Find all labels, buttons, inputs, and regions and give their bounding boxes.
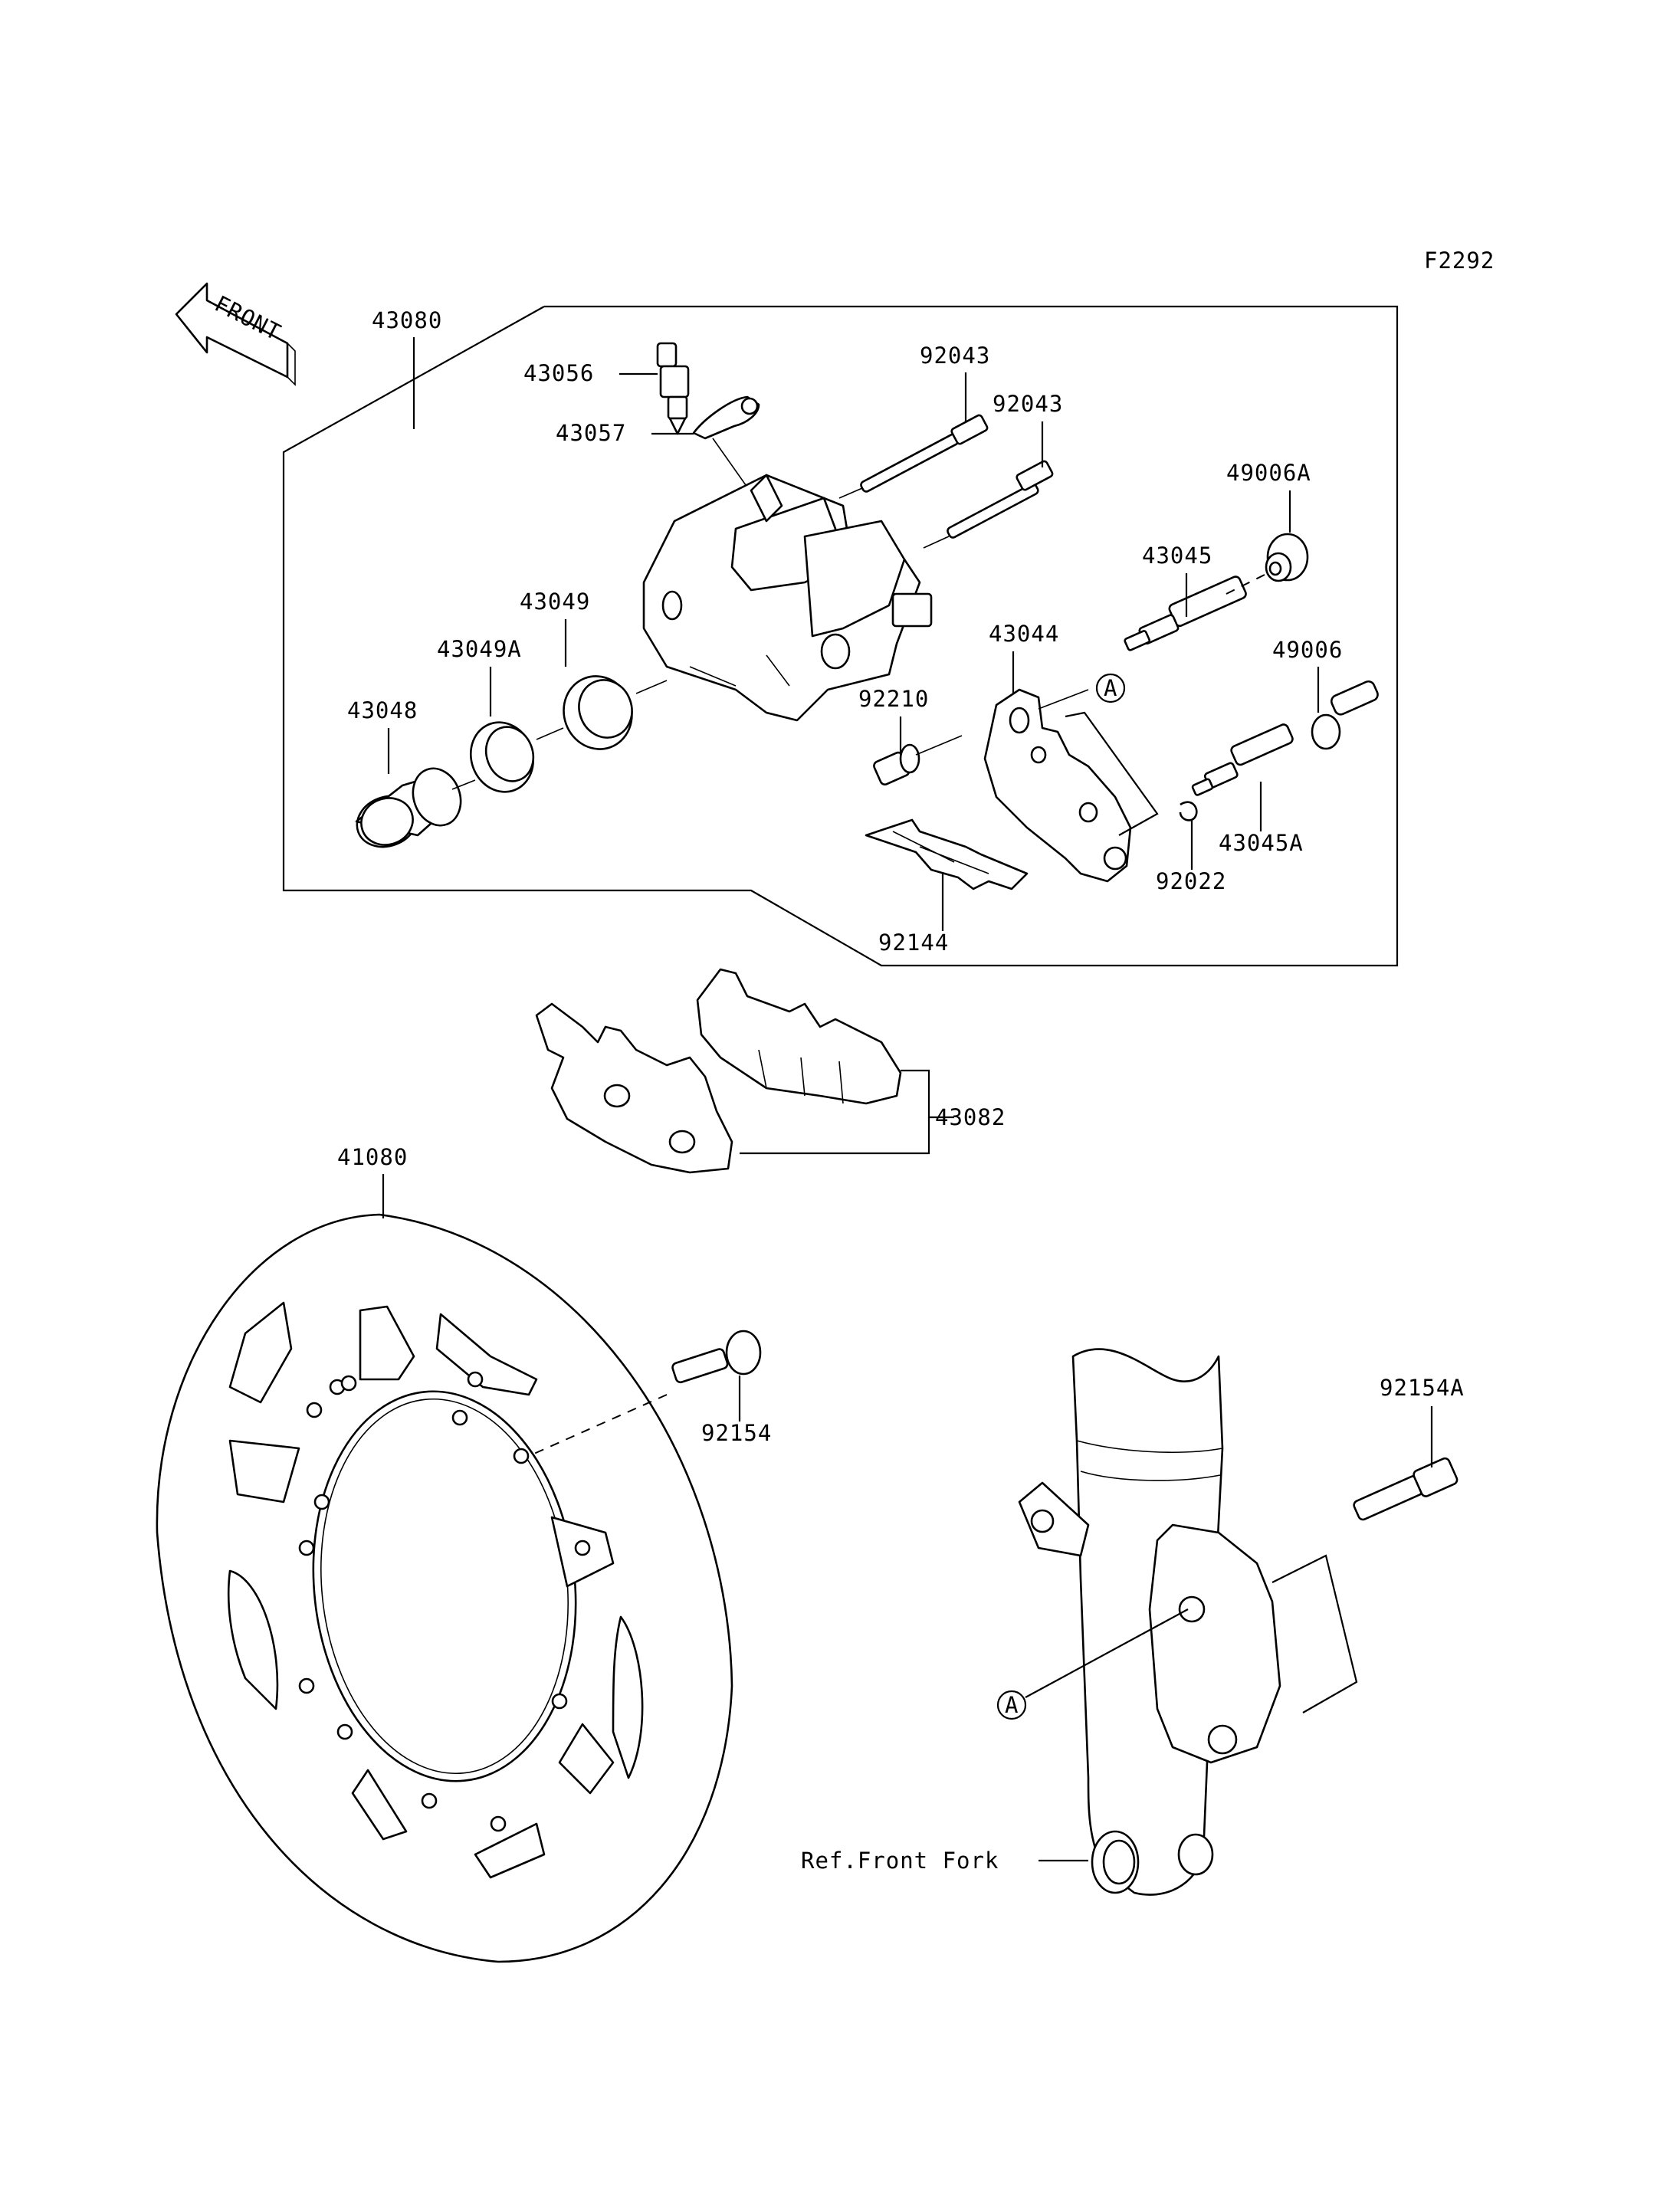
- label-43045A: 43045A: [1219, 830, 1304, 856]
- brake-pad-rear: [696, 968, 902, 1105]
- caliper-assembly-outline: [282, 305, 1399, 967]
- label-43045: 43045: [1142, 543, 1212, 569]
- label-49006: 49006: [1272, 637, 1343, 663]
- label-92210: 92210: [858, 686, 929, 712]
- label-92154A: 92154A: [1380, 1375, 1465, 1401]
- label-92022: 92022: [1156, 868, 1226, 894]
- ref-front-fork: Ref.Front Fork: [801, 1848, 999, 1874]
- pin-boot-49006: [1311, 680, 1379, 750]
- piston-seal: [563, 675, 633, 750]
- label-43049A: 43049A: [437, 636, 522, 662]
- label-43044: 43044: [989, 621, 1059, 647]
- pin-boot-49006a: [1265, 533, 1309, 582]
- label-43048: 43048: [347, 697, 418, 723]
- label-43057: 43057: [556, 420, 626, 446]
- front-arrow-icon: FRONT: [175, 282, 296, 386]
- label-49006A: 49006A: [1226, 460, 1311, 486]
- brake-disc: [156, 1213, 733, 1963]
- label-43056: 43056: [523, 360, 594, 386]
- front-fork-leg: [1018, 1348, 1281, 1896]
- figure-code: F2292: [1424, 248, 1495, 274]
- piston: [355, 767, 462, 848]
- caliper-body: [642, 474, 933, 722]
- caliper-mount-bolt: [1353, 1457, 1459, 1521]
- label-92043-b: 92043: [993, 391, 1063, 417]
- brake-pad-front: [535, 1002, 733, 1174]
- label-92144: 92144: [878, 930, 949, 956]
- bleeder-cap: [692, 395, 760, 440]
- callout-a-upper: [1095, 673, 1126, 703]
- label-41080: 41080: [337, 1144, 408, 1170]
- slide-pin-lower: [947, 460, 1054, 539]
- callout-a-upper-label: A: [1104, 675, 1117, 701]
- caliper-bracket: [983, 688, 1132, 883]
- callout-a-lower-label: A: [1005, 1692, 1019, 1718]
- disc-bolt: [671, 1330, 762, 1384]
- label-43080: 43080: [372, 307, 442, 333]
- dust-seal: [469, 721, 535, 793]
- slide-pin-upper: [860, 414, 989, 493]
- pad-spring: [865, 818, 1029, 890]
- callout-a-lower: [996, 1690, 1027, 1720]
- pin-43045a: [1191, 723, 1294, 796]
- retaining-clip: [1179, 801, 1198, 821]
- label-43049: 43049: [520, 589, 590, 615]
- pin-bushing: [873, 743, 920, 785]
- bleeder-valve: [656, 342, 690, 435]
- label-92043-a: 92043: [920, 343, 990, 369]
- label-92154: 92154: [701, 1420, 772, 1446]
